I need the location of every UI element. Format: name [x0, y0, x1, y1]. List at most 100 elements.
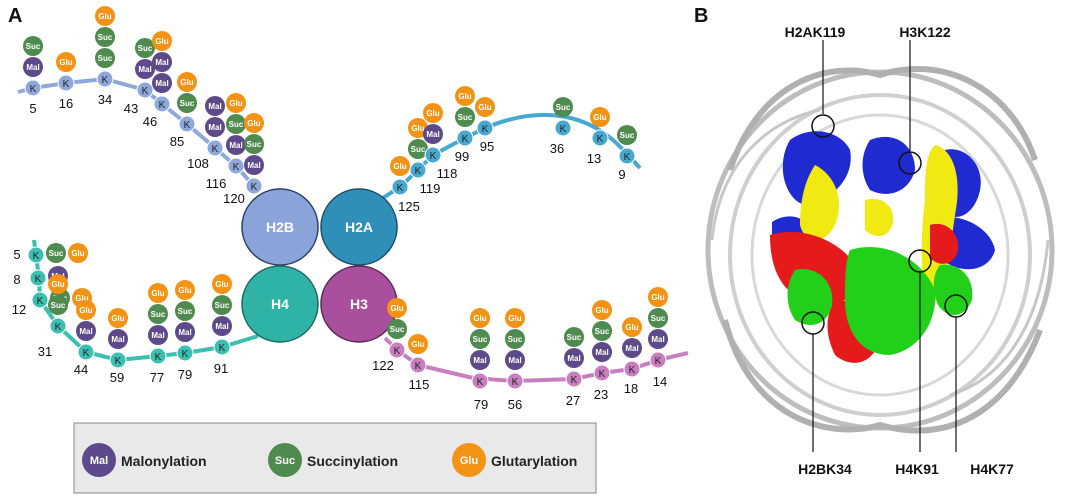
- lysine-glyph: K: [462, 134, 469, 145]
- lysine-glyph: K: [251, 182, 258, 193]
- mal-badge-icon: [152, 73, 172, 93]
- glutarylation-badge: Glu: [592, 300, 612, 320]
- malonylation-badge: Mal: [108, 329, 128, 349]
- lysine-glyph: K: [477, 377, 484, 388]
- lysine-node-icon: [96, 70, 114, 88]
- badge-abbr: Glu: [411, 340, 424, 349]
- lysine-glyph: K: [233, 162, 240, 173]
- suc-badge-icon: [408, 139, 428, 159]
- glu-badge-icon: [455, 86, 475, 106]
- lysine-position-label: 18: [624, 381, 638, 396]
- h4-core-label: H4: [271, 296, 289, 312]
- lysine-position-label: 5: [13, 247, 20, 262]
- badge-abbr: Suc: [247, 140, 262, 149]
- lysine-node-icon: [24, 79, 42, 97]
- glu-badge-icon: [475, 97, 495, 117]
- glutarylation-badge: Glu: [95, 6, 115, 26]
- suc-badge-icon: [455, 107, 475, 127]
- dna-superhelix: [705, 65, 1055, 434]
- lysine-glyph: K: [219, 343, 226, 354]
- badge-abbr: Mal: [138, 65, 151, 74]
- lysine-glyph: K: [394, 346, 401, 357]
- glu-badge-icon: [95, 6, 115, 26]
- malonylation-label: Malonylation: [121, 453, 207, 469]
- legend: Mal Malonylation Suc Succinylation Glu G…: [73, 422, 597, 494]
- lysine-glyph: K: [102, 75, 109, 86]
- malonylation-badge: Mal: [244, 155, 264, 175]
- malonylation-badge: Mal: [423, 124, 443, 144]
- lysine-node-icon: [206, 139, 224, 157]
- glu-badge-icon: [56, 52, 76, 72]
- h2b-core-label: H2B: [266, 219, 294, 235]
- lysine-glyph: K: [55, 322, 62, 333]
- glutarylation-badge: Glu: [226, 93, 246, 113]
- lysine-glyph: K: [155, 352, 162, 363]
- badge-abbr: Glu: [180, 78, 193, 87]
- glutarylation-badge: Glu: [408, 118, 428, 138]
- glu-badge-icon: [622, 317, 642, 337]
- suc-badge-icon: [617, 125, 637, 145]
- badge-abbr: Glu: [390, 304, 403, 313]
- panel-b-label: B: [694, 5, 708, 27]
- malonylation-badge: Mal: [23, 57, 43, 77]
- lysine-glyph: K: [560, 124, 567, 135]
- lysine-glyph: K: [37, 296, 44, 307]
- lysine-position-label: 43: [124, 101, 138, 116]
- nucleosome-structure: H2AK119 H3K122 H2BK34 H4K91 H4K77: [705, 24, 1055, 477]
- mal-badge-icon: [505, 350, 525, 370]
- glu-badge-icon: [48, 274, 68, 294]
- glutarylation-badge: Glu: [648, 287, 668, 307]
- lysine-node-icon: [591, 129, 609, 147]
- malonylation-badge-icon: [82, 443, 116, 477]
- badge-abbr: Suc: [180, 99, 195, 108]
- lysine-glyph: K: [182, 349, 189, 360]
- badge-abbr: Glu: [111, 314, 124, 323]
- succinylation-badge: Suc: [455, 107, 475, 127]
- lysine-glyph: K: [655, 356, 662, 367]
- badge-abbr: Mal: [111, 335, 124, 344]
- succinylation-badge: Suc: [135, 38, 155, 58]
- lysine-position-label: 46: [143, 114, 157, 129]
- suc-badge-icon: [648, 308, 668, 328]
- badge-abbr: Mal: [215, 322, 228, 331]
- badge-abbr: Suc: [556, 103, 571, 112]
- mal-badge-icon: [564, 348, 584, 368]
- lysine-node-icon: [506, 372, 524, 390]
- lysine-position-label: 85: [170, 134, 184, 149]
- glu-badge-icon: [226, 93, 246, 113]
- mal-badge-icon: [592, 342, 612, 362]
- suc-badge-icon: [175, 301, 195, 321]
- glutarylation-badge: Glu: [108, 308, 128, 328]
- lysine-position-label: 119: [420, 181, 441, 196]
- lysine-node-icon: [153, 95, 171, 113]
- badge-abbr: Glu: [155, 37, 168, 46]
- badge-abbr: Glu: [426, 109, 439, 118]
- badge-abbr: Suc: [567, 333, 582, 342]
- lysine-position-label: 79: [178, 367, 192, 382]
- glu-badge-icon: [177, 72, 197, 92]
- lysine-node-icon: [176, 344, 194, 362]
- mal-badge-icon: [135, 59, 155, 79]
- succinylation-badge: Suc: [148, 304, 168, 324]
- succinylation-badge: Suc: [505, 329, 525, 349]
- h3-core-label: H3: [350, 296, 368, 312]
- badge-abbr: Mal: [625, 344, 638, 353]
- lysine-glyph: K: [212, 144, 219, 155]
- h2a-tail-line: [373, 112, 642, 205]
- badge-abbr: Glu: [478, 103, 491, 112]
- suc-badge-icon: [244, 134, 264, 154]
- malonylation-badge: Mal: [226, 135, 246, 155]
- lysine-node-icon: [409, 161, 427, 179]
- badge-abbr: Mal: [473, 356, 486, 365]
